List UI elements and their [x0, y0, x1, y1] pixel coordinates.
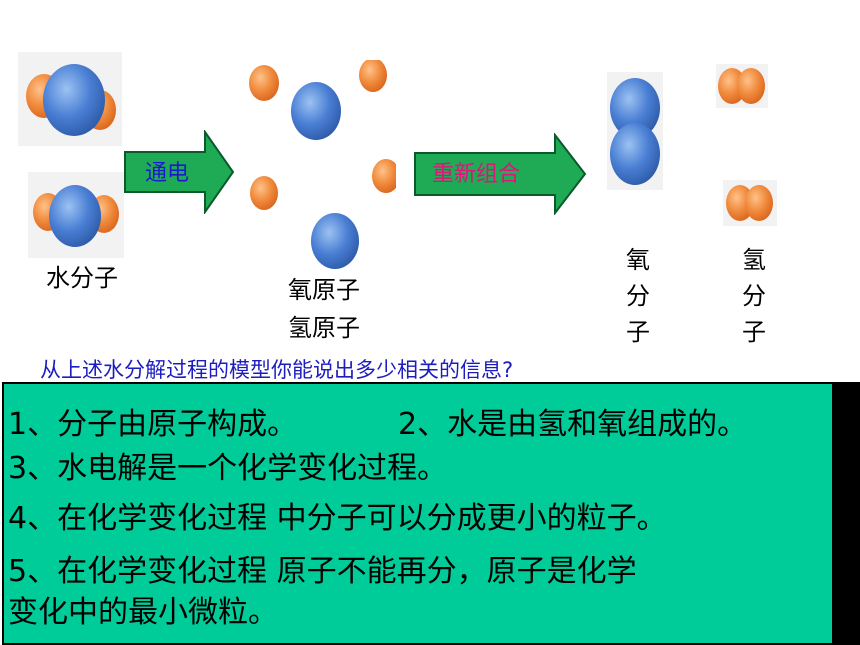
arrow-recombine	[414, 133, 587, 215]
hydrogen-atom-label: 氢原子	[288, 314, 360, 342]
water-molecule-model	[18, 52, 122, 146]
oxygen-molecule-model	[607, 72, 663, 190]
oxygen-molecule-label: 氧 分 子	[626, 246, 650, 346]
answer-line-2: 3、水电解是一个化学变化过程。	[8, 451, 448, 486]
water-molecule-label: 水分子	[46, 264, 118, 292]
water-molecule-model	[28, 172, 124, 258]
answer-line-3: 4、在化学变化过程 中分子可以分成更小的粒子。	[8, 501, 667, 536]
answer-line-1a: 1、分子由原子构成。	[8, 407, 298, 442]
arrow-electrolysis-label: 通电	[145, 161, 190, 186]
separated-atoms-model	[249, 60, 396, 269]
hydrogen-molecule-label: 氢 分 子	[742, 246, 766, 346]
hydrogen-molecule-model	[723, 180, 777, 226]
answer-line-1b: 2、水是由氢和氧组成的。	[398, 407, 748, 442]
arrow-recombine-label: 重新组合	[432, 162, 521, 187]
question-text: 从上述水分解过程的模型你能说出多少相关的信息?	[40, 358, 514, 382]
oxygen-atom-label: 氧原子	[288, 276, 360, 304]
arrow-electrolysis	[124, 130, 235, 214]
answer-box	[2, 382, 849, 645]
answer-line-5: 变化中的最小微粒。	[8, 595, 278, 630]
hydrogen-molecule-model	[716, 64, 768, 108]
answer-line-4: 5、在化学变化过程 原子不能再分，原子是化学	[8, 554, 637, 589]
answer-box-edge	[832, 382, 860, 645]
